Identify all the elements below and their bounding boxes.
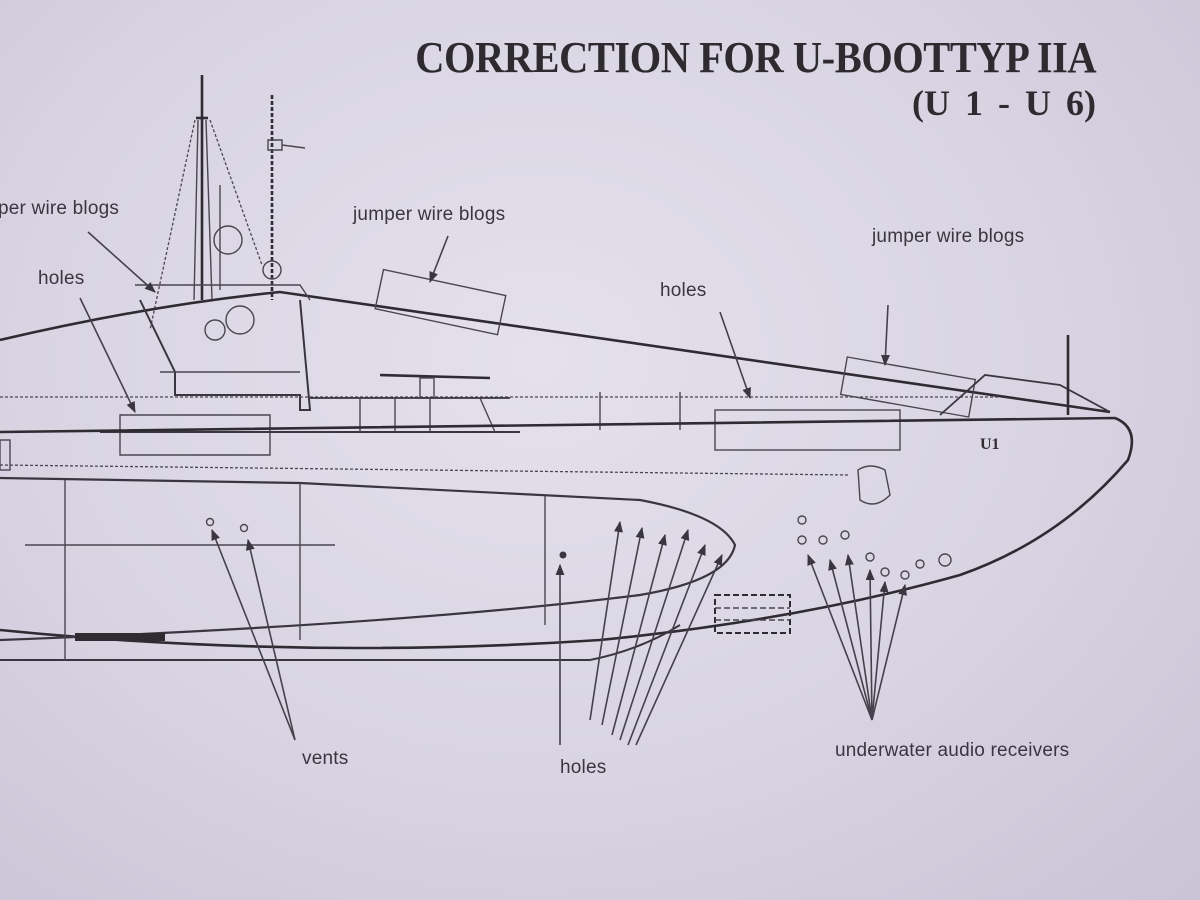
callout-arrows bbox=[79, 231, 907, 746]
torpedo-tube-grid bbox=[714, 594, 791, 634]
jumper-wire bbox=[0, 290, 1111, 414]
bow-holes bbox=[797, 515, 952, 580]
jumper-wire-box-right bbox=[839, 356, 977, 418]
vent-holes bbox=[205, 517, 567, 559]
callout-jumper-wire-left: per wire blogs bbox=[0, 198, 120, 219]
stay-wire bbox=[149, 119, 196, 331]
callout-jumper-wire-center: jumper wire blogs bbox=[353, 204, 506, 225]
deck-railing bbox=[0, 392, 1000, 433]
callout-holes-center: holes bbox=[660, 280, 707, 301]
boat-emblem bbox=[857, 465, 891, 505]
stay-wire bbox=[209, 119, 263, 266]
hull-marking: U1 bbox=[980, 436, 1000, 453]
callout-holes-left: holes bbox=[38, 268, 85, 289]
periscope-mast bbox=[193, 75, 243, 301]
radio-mast bbox=[262, 95, 306, 300]
callout-underwater-audio: underwater audio receivers bbox=[835, 740, 1070, 761]
callout-holes-bottom: holes bbox=[560, 757, 607, 778]
callout-jumper-wire-right: jumper wire blogs bbox=[872, 226, 1025, 247]
document-subtitle: (U 1 - U 6) bbox=[912, 83, 1096, 123]
holes-box-center bbox=[714, 409, 901, 451]
deck-gun bbox=[379, 373, 491, 399]
hull bbox=[0, 416, 1134, 661]
document-title: CORRECTION FOR U-BOOTTYP IIA bbox=[415, 33, 1096, 82]
jumper-wire-box-center bbox=[374, 268, 507, 336]
net-cutter bbox=[939, 374, 1111, 416]
keel-weight bbox=[75, 633, 165, 641]
conning-tower bbox=[119, 284, 312, 456]
callout-vents: vents bbox=[302, 748, 349, 769]
